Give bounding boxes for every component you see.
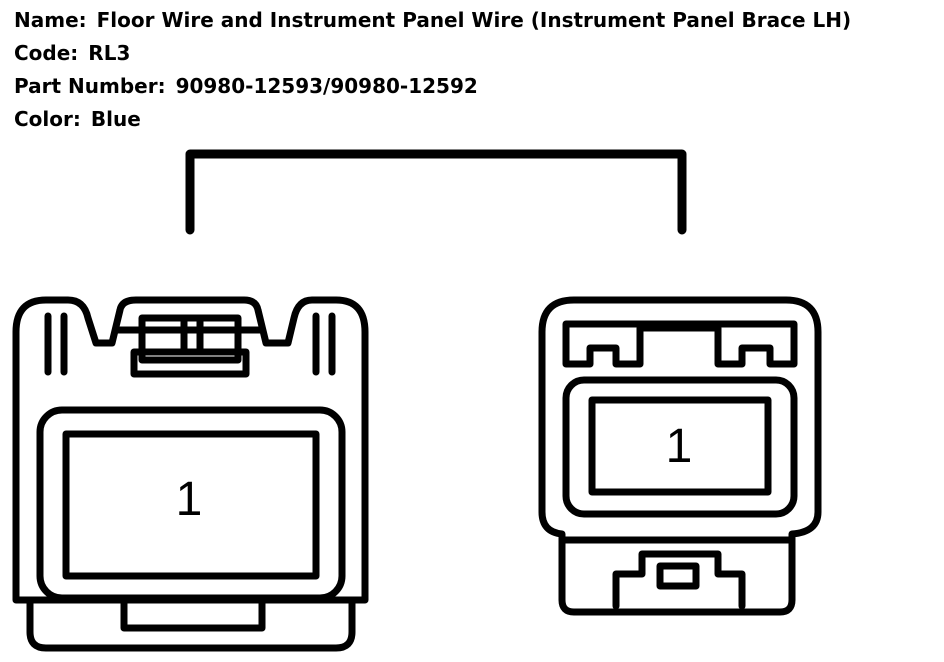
color-label: Color: bbox=[14, 107, 81, 131]
right-connector-lock bbox=[612, 550, 746, 610]
right-connector-body bbox=[538, 296, 822, 616]
code-value: RL3 bbox=[88, 41, 131, 65]
right-connector-lock-tab bbox=[656, 562, 700, 590]
connection-bracket bbox=[185, 149, 687, 235]
left-connector-latch-top bbox=[138, 314, 242, 364]
right-connector-housing bbox=[562, 376, 798, 518]
left-connector-side-tab-left bbox=[44, 312, 68, 376]
color-row: Color: Blue bbox=[14, 103, 851, 136]
left-connector-latch-bottom bbox=[130, 348, 250, 378]
left-connector-base-tab bbox=[120, 596, 266, 632]
right-connector bbox=[538, 296, 822, 616]
right-connector-top-profile bbox=[562, 320, 798, 368]
left-connector bbox=[12, 296, 369, 652]
name-row: Name: Floor Wire and Instrument Panel Wir… bbox=[14, 4, 851, 37]
right-connector-pin-label: 1 bbox=[666, 420, 693, 473]
left-connector-body bbox=[12, 296, 369, 652]
right-connector-terminal-cavity bbox=[588, 396, 772, 496]
part-number-label: Part Number: bbox=[14, 74, 166, 98]
color-value: Blue bbox=[90, 107, 141, 131]
left-connector-pin-label: 1 bbox=[176, 473, 203, 526]
code-label: Code: bbox=[14, 41, 79, 65]
code-row: Code: RL3 bbox=[14, 37, 851, 70]
part-number-value: 90980-12593/90980-12592 bbox=[175, 74, 478, 98]
left-connector-side-tab-right bbox=[312, 312, 336, 376]
left-connector-terminal-cavity bbox=[62, 430, 320, 580]
name-label: Name: bbox=[14, 8, 87, 32]
name-value: Floor Wire and Instrument Panel Wire (In… bbox=[96, 8, 852, 32]
left-connector-latch-divider bbox=[180, 314, 204, 356]
part-number-row: Part Number: 90980-12593/90980-12592 bbox=[14, 70, 851, 103]
connector-info: Name: Floor Wire and Instrument Panel Wir… bbox=[14, 4, 851, 136]
